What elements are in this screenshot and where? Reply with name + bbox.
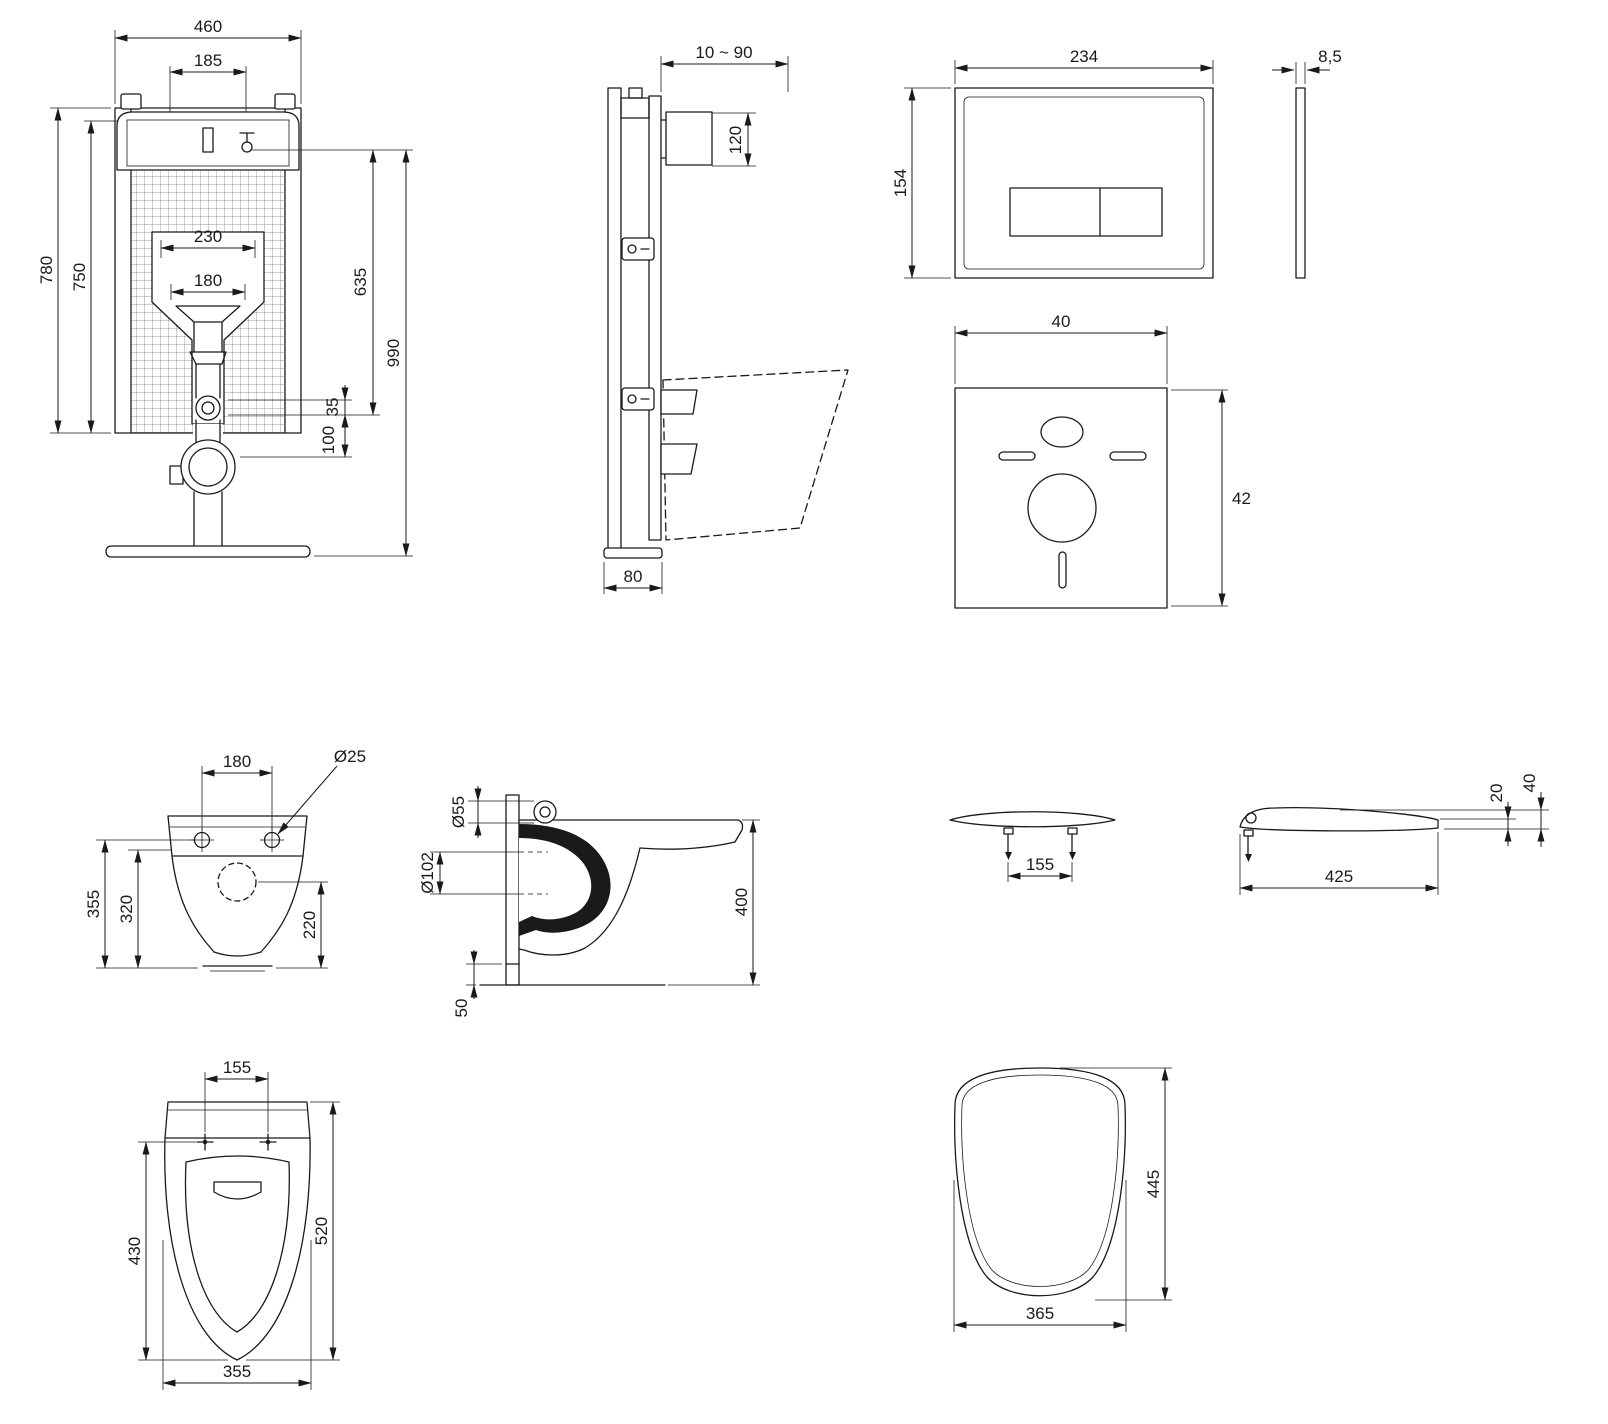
seat-top-view: 445 365 [953,1067,1172,1332]
inlet-spigot [533,800,557,824]
support-bracket-upper [660,389,698,415]
seat-profile-front [949,811,1116,828]
bowl-outline [164,1137,311,1361]
dim-hanger-spacing: 185 [194,51,222,70]
flush-plate-views: 234 154 8,5 [891,47,1342,279]
dim-top-hole-spacing: 155 [223,1058,251,1077]
flange-top [164,1101,311,1139]
seat-outline [954,1067,1126,1297]
dim-mat-height: 42 [1232,489,1251,508]
dim-plate-thickness: 8,5 [1318,47,1342,66]
dim-overall-length: 520 [312,1217,331,1245]
dim-outlet-drop: 100 [319,426,338,454]
frame-foot [603,547,663,559]
inspection-valve [195,395,221,421]
bowl-flange [167,815,308,857]
drain-circle [217,862,257,902]
seat-side-view: 20 40 425 [1239,774,1549,895]
flush-inlet-shape [213,1181,262,1200]
dim-hole-spacing: 180 [223,752,251,771]
cistern-front-view: 460 185 230 180 780 750 635 990 35 [37,17,413,558]
flush-buttons [1009,187,1163,237]
dim-inlet-diameter: Ø55 [449,796,468,828]
hinge-pivot [1245,812,1257,824]
hanger-left [120,93,142,110]
frame-rail-front [648,95,662,541]
bowl-rim-inner [184,1155,290,1333]
dim-block-height: 120 [726,126,745,154]
dim-overall-height: 355 [84,890,103,918]
dim-drain-height: 220 [300,911,319,939]
dim-outlet-height: 635 [351,268,370,296]
installation-side-view: 10 ~ 90 120 80 [603,43,849,594]
foot-plate [105,545,311,558]
fill-valve-box [620,97,650,119]
insulation-mat-view: 40 42 [954,312,1251,609]
dim-seat-top-width: 365 [1026,1304,1054,1323]
dim-plate-width: 234 [1070,47,1098,66]
dim-inner-length: 430 [125,1237,144,1265]
dim-inner-height: 320 [117,895,136,923]
dim-frame-height: 780 [37,256,56,284]
dim-pipe-spacing: 180 [194,271,222,290]
bowl-top-view: 155 430 520 355 [125,1058,340,1390]
seat-profile-side [1239,807,1439,832]
dim-wall-range: 10 ~ 90 [695,43,752,62]
flush-slot [202,127,214,153]
support-bracket-lower [660,443,698,475]
dim-mat-width: 40 [1052,312,1071,331]
dim-seat-top-length: 445 [1144,1170,1163,1198]
dim-front-thickness: 20 [1487,784,1506,803]
frame-rail-rear [607,87,622,557]
wall-section [665,111,713,166]
dim-frame-depth: 80 [624,567,643,586]
fixture-block-lower [621,387,655,411]
dim-hole-diameter: Ø25 [334,747,366,766]
seat-front-view: 155 [949,811,1116,882]
dim-pan-depth: 400 [732,888,751,916]
bowl-side-view: Ø55 Ø102 400 50 [418,786,760,1017]
flush-plate-side [1295,87,1306,279]
pan-silhouette [662,369,849,541]
bolt-cross-left [196,1133,214,1151]
dim-total-height: 990 [384,339,403,367]
bolt-cross-right [259,1133,277,1151]
dim-bowl-width: 355 [223,1362,251,1381]
dim-inner-height: 750 [70,263,89,291]
fixing-plate [505,794,520,986]
insulation-mat [954,387,1168,609]
dim-seat-length: 425 [1325,867,1353,886]
dim-outlet-diameter: Ø102 [418,852,437,894]
dim-rear-height: 40 [1520,774,1539,793]
hanger-right [274,93,296,110]
dim-plate-height: 154 [891,169,910,197]
flush-cutout [151,231,265,425]
dim-flush-bend-width: 230 [194,227,222,246]
flush-plate-front [954,87,1214,279]
dim-offset-small: 35 [323,398,342,417]
fixture-block-upper [621,237,655,261]
dim-frame-width: 460 [194,17,222,36]
dim-clearance: 50 [452,999,471,1018]
dim-hinge-spacing: 155 [1026,855,1054,874]
bowl-front-view: 180 Ø25 355 320 220 [84,747,366,972]
